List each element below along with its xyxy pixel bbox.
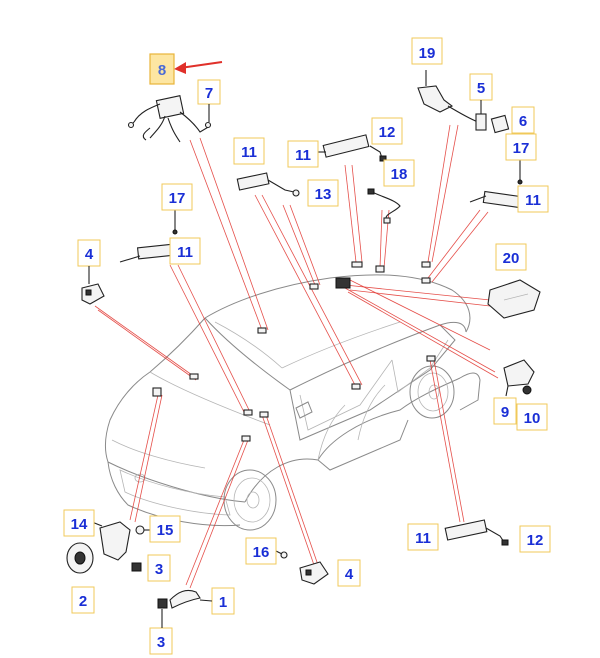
part-11-antenna-top [318,134,387,162]
part-9-bracket [503,359,535,397]
callout-16[interactable]: 16 [245,537,277,565]
part-20-control-unit [487,279,541,319]
callout-11-top[interactable]: 11 [287,140,319,168]
part-3-nut-b [157,598,168,609]
callout-8-label: 8 [158,62,166,79]
callout-9-label: 9 [501,404,509,421]
part-4-sensor-right [299,561,329,585]
leader-lines [94,124,499,589]
callout-12-top[interactable]: 12 [371,117,403,145]
callout-7-label: 7 [205,85,213,102]
callout-5-label: 5 [477,80,485,97]
part-2-horn [66,542,94,574]
callout-17-right-label: 17 [513,140,530,157]
callout-19-label: 19 [419,45,436,62]
callout-11-left-label: 11 [241,144,257,161]
callout-6-label: 6 [519,113,527,130]
part-19-bracket [417,70,479,123]
callout-17-right[interactable]: 17 [505,133,537,161]
callout-11-top-label: 11 [295,147,311,164]
part-6-pad [490,114,510,134]
callout-4-right[interactable]: 4 [337,559,361,587]
highlight-arrow [174,61,223,74]
callout-3-upper-label: 3 [155,561,163,578]
part-11-antenna-door [444,519,509,546]
callout-3-lower[interactable]: 3 [149,609,173,655]
callout-15[interactable]: 15 [149,515,181,543]
part-14-bracket [91,521,131,561]
callout-2-label: 2 [79,593,87,610]
callout-9[interactable]: 9 [493,397,517,425]
callout-10-label: 10 [524,410,541,427]
part-5-sensor [475,113,487,131]
callout-4-left[interactable]: 4 [77,239,101,284]
callout-10[interactable]: 10 [516,403,548,431]
callout-15-label: 15 [157,522,174,539]
part-11-antenna-bumper-right [469,160,523,209]
part-4-sensor-left [81,283,105,305]
callout-11-left[interactable]: 11 [233,137,265,165]
callout-14-label: 14 [71,516,88,533]
callout-1-label: 1 [219,594,227,611]
callout-17-left-label: 17 [169,190,186,207]
callout-11-bumper-left-label: 11 [177,244,193,261]
callout-12-door[interactable]: 12 [519,525,551,553]
callout-7[interactable]: 7 [197,79,221,122]
callout-13[interactable]: 13 [307,179,339,207]
callout-12-top-label: 12 [379,124,396,141]
callout-4-left-label: 4 [85,246,94,263]
part-10-clip [522,385,532,395]
callout-1[interactable]: 1 [199,587,235,615]
part-16-screw [275,550,288,559]
callout-3-lower-label: 3 [157,634,165,651]
callout-16-label: 16 [253,544,270,561]
callout-18[interactable]: 18 [383,159,415,187]
callout-11-door[interactable]: 11 [407,523,439,551]
callout-3-upper[interactable]: 3 [147,554,171,582]
part-1-clip [169,589,201,609]
callout-19[interactable]: 19 [411,37,443,65]
callout-2[interactable]: 2 [71,586,95,614]
callout-11-bumper-left[interactable]: 11 [169,237,201,265]
callout-17-left[interactable]: 17 [161,183,193,211]
callout-14[interactable]: 14 [63,509,95,537]
callout-8[interactable]: 8 [149,53,175,85]
mount-points [152,261,436,442]
callout-13-label: 13 [315,186,332,203]
callout-11-door-label: 11 [415,530,431,547]
callout-20-label: 20 [503,250,520,267]
part-11-antenna-bumper-left [119,206,178,263]
callout-18-label: 18 [391,166,408,183]
callout-11-bumper-right[interactable]: 11 [517,185,549,213]
callout-12-door-label: 12 [527,532,544,549]
part-11-antenna-left [236,172,300,197]
callout-4-right-label: 4 [345,566,354,583]
callout-20[interactable]: 20 [495,243,527,271]
part-8-harness-module [127,95,212,143]
callout-6[interactable]: 6 [511,106,535,134]
part-18-cable [367,188,401,224]
callout-5[interactable]: 5 [469,73,493,114]
callout-11-bumper-right-label: 11 [525,192,541,209]
part-3-nut-a [131,562,142,572]
